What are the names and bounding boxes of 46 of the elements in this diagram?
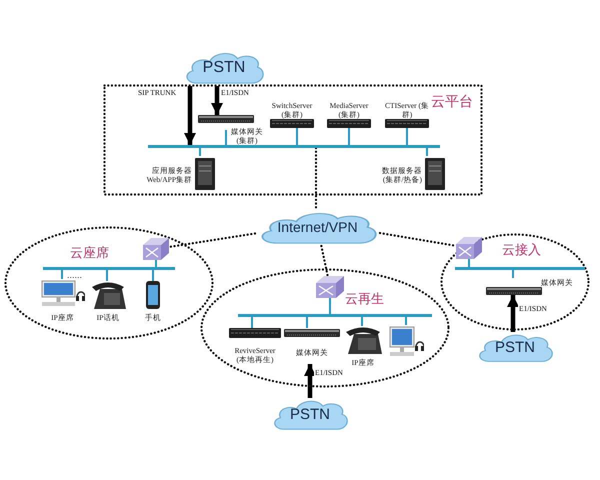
bus-drop-line xyxy=(405,317,407,325)
bus-drop-line xyxy=(152,270,154,281)
bus-drop-line xyxy=(251,317,253,328)
bus-drop-line xyxy=(225,130,227,145)
arrow xyxy=(304,364,316,398)
bus-drop-line xyxy=(106,270,108,281)
area-title: 云再生 xyxy=(345,291,385,308)
bus-drop-line xyxy=(468,259,470,267)
computer-icon xyxy=(388,325,424,359)
area-title: 云接入 xyxy=(502,242,542,259)
area-title: 云座席 xyxy=(70,245,110,262)
area-title: 云平台 xyxy=(431,93,474,111)
switch-icon xyxy=(316,276,344,298)
dotted-frame xyxy=(103,84,483,196)
dotted-ellipse xyxy=(440,233,590,331)
dotted-link xyxy=(168,232,256,248)
bus-drop-line xyxy=(199,148,201,156)
bus-drop-line xyxy=(406,128,408,145)
switch-icon xyxy=(143,238,169,260)
bus-drop-line xyxy=(348,128,350,145)
bus-line xyxy=(43,267,175,270)
bus-line xyxy=(148,145,440,148)
arrow xyxy=(507,295,519,332)
cloud-label: PSTN xyxy=(202,59,246,77)
gateway-icon xyxy=(198,115,254,123)
bus-drop-line xyxy=(296,128,298,145)
cloud-label: PSTN xyxy=(288,406,331,423)
bus-drop-line xyxy=(306,317,308,328)
bus-drop-line xyxy=(361,317,363,326)
bus-drop-line xyxy=(329,298,331,314)
dotted-ellipse xyxy=(4,226,214,340)
dotted-link xyxy=(320,244,329,278)
dotted-link xyxy=(314,146,318,212)
bus-drop-line xyxy=(155,260,157,267)
bus-line xyxy=(455,267,585,270)
bus-drop-line xyxy=(512,270,514,278)
cloud-label: PSTN xyxy=(494,339,536,356)
bus-drop-line xyxy=(61,270,63,279)
arrow xyxy=(211,86,223,115)
bus-drop-line xyxy=(426,148,428,156)
cloud-label: Internet/VPN xyxy=(276,219,359,235)
arrow xyxy=(184,86,196,145)
ellipsis-text: ...... xyxy=(67,270,82,280)
dotted-ellipse xyxy=(200,268,450,388)
bus-line xyxy=(238,314,432,317)
switch-icon xyxy=(456,237,482,259)
